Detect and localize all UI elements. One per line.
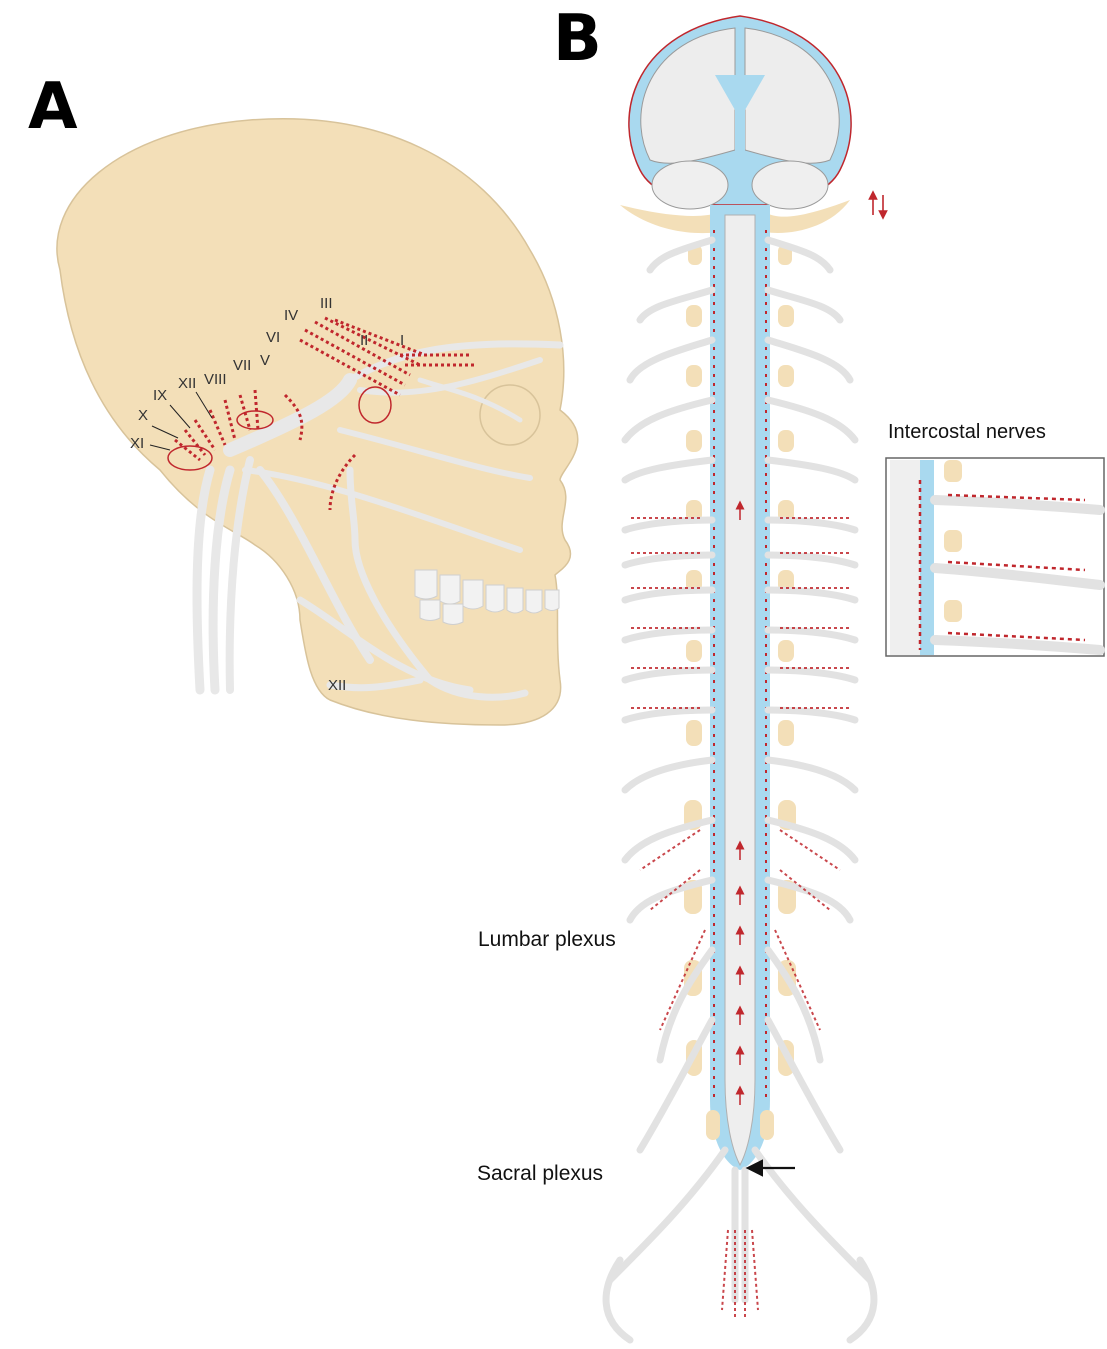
cn-label-vii: VII	[233, 357, 251, 374]
cn-label-iv: IV	[284, 307, 298, 324]
inset-csf	[920, 460, 934, 655]
cn-label-xii-lower: XII	[328, 677, 346, 694]
lumbar-plexus-label: Lumbar plexus	[478, 928, 616, 951]
brain-cerebrum	[641, 28, 735, 163]
sacral-plexus-label: Sacral plexus	[477, 1162, 603, 1185]
panel-a-letter: A	[28, 70, 78, 144]
skull-silhouette	[57, 119, 578, 725]
cn-label-x: X	[138, 407, 148, 424]
panel-a: A	[28, 70, 578, 725]
cn-label-xi: XI	[130, 435, 144, 452]
cn-label-ii: II	[360, 332, 368, 349]
cn-label-vi: VI	[266, 329, 280, 346]
cn-label-xii-upper: XII	[178, 375, 196, 392]
brain-cerebrum-right	[745, 28, 839, 163]
panel-b: B	[477, 2, 1104, 1340]
intercostal-inset-title: Intercostal nerves	[888, 421, 1046, 443]
cerebellum-left	[652, 161, 728, 209]
cn-label-i: I	[400, 332, 404, 349]
inset-cord	[890, 460, 920, 655]
intercostal-inset: Intercostal nerves	[886, 421, 1104, 656]
clavicle-left	[620, 205, 720, 233]
cerebellum-right	[752, 161, 828, 209]
panel-b-letter: B	[553, 2, 602, 76]
cn-label-v: V	[260, 352, 270, 369]
cn-label-viii: VIII	[204, 371, 227, 388]
csf-flow-arrows	[873, 195, 883, 215]
cn-label-iii: III	[320, 295, 333, 312]
cn-label-ix: IX	[153, 387, 167, 404]
